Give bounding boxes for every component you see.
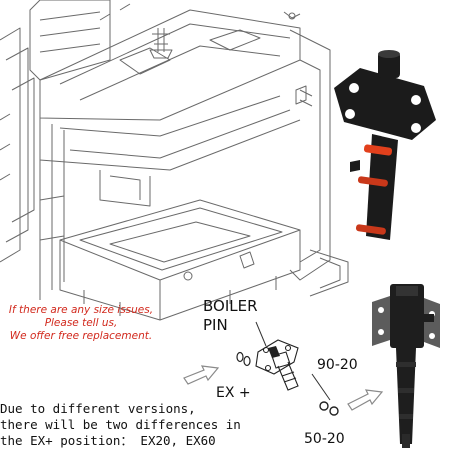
size-label-90-20: 90-20 [317, 357, 358, 373]
arrow-right-icon [347, 389, 384, 411]
boiler-pin-photo [334, 50, 436, 240]
replacement-notice: If there are any size issues, Please tel… [6, 304, 156, 343]
flange-hole-icon [345, 109, 355, 119]
notice-line-3: We offer free replacement. [9, 330, 153, 342]
size-label-50-20: 50-20 [304, 431, 345, 447]
description-line-3: the EX+ position： EX20, EX60 [0, 433, 216, 448]
boiler-pin-label: BOILER PIN [203, 297, 258, 335]
boiler-text: BOILER [203, 297, 258, 315]
flange-hole-icon [411, 95, 421, 105]
arrow-right-icon [183, 365, 220, 385]
version-description: Due to different versions, there will be… [0, 401, 241, 449]
pin-side-view-photo [372, 284, 440, 448]
notice-line-1: If there are any size issues, [8, 304, 154, 316]
ex-plus-label: EX + [216, 385, 251, 401]
notice-line-2: Please tell us, [44, 317, 118, 329]
pin-text: PIN [203, 316, 228, 334]
description-line-1: Due to different versions, [0, 401, 196, 416]
description-line-2: there will be two differences in [0, 417, 241, 432]
flange-hole-icon [349, 83, 359, 93]
flange-hole-icon [411, 123, 421, 133]
